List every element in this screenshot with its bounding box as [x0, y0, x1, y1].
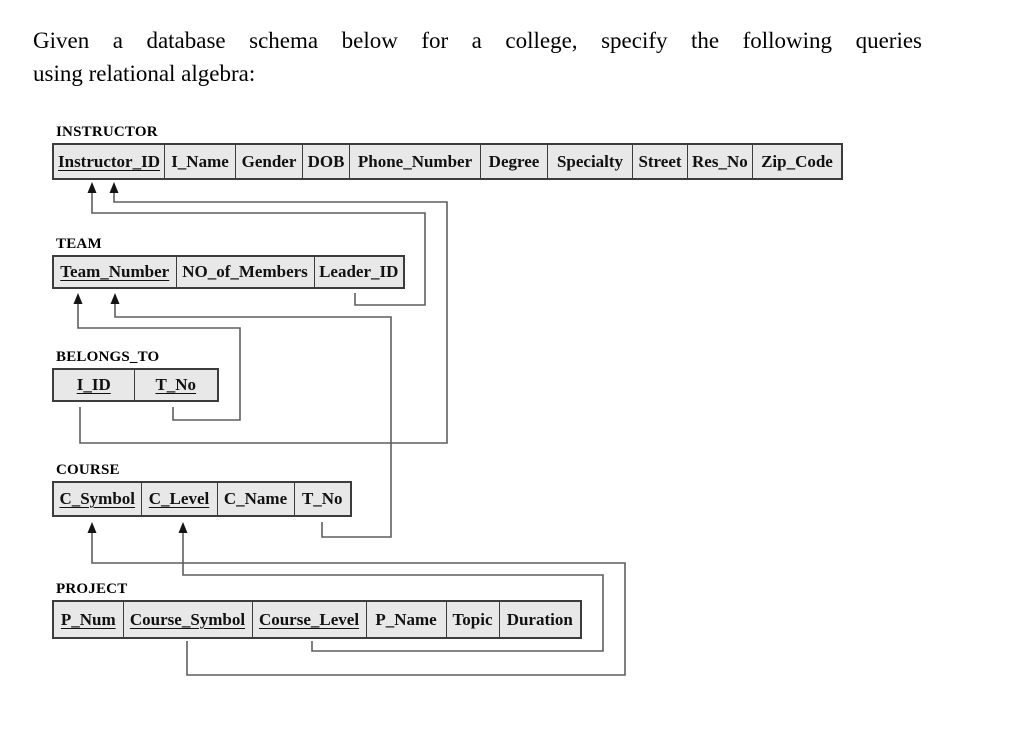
col-instructor-specialty: Specialty [547, 143, 633, 180]
entity-project: PROJECT P_Num Course_Symbol Course_Level… [52, 582, 582, 639]
col-instructor-gender: Gender [235, 143, 303, 180]
table-project: P_Num Course_Symbol Course_Level P_Name … [52, 600, 582, 639]
col-course-c-name: C_Name [216, 481, 295, 517]
entity-instructor: INSTRUCTOR Instructor_ID I_Name Gender D… [52, 124, 844, 180]
col-instructor-dob: DOB [302, 143, 350, 180]
col-project-duration: Duration [498, 600, 582, 639]
table-name-project: PROJECT [56, 581, 128, 597]
arrowhead-leader-id-to-instructor-id [87, 182, 97, 193]
arrowhead-course-t-no-to-team-number [110, 293, 120, 304]
entity-course: COURSE C_Symbol C_Level C_Name T_No [52, 463, 352, 517]
table-name-team: TEAM [56, 236, 102, 252]
col-instructor-street: Street [632, 143, 688, 180]
table-name-course: COURSE [56, 462, 120, 478]
arrowhead-course-symbol-to-c-symbol [87, 522, 97, 533]
col-team-team-number: Team_Number [52, 255, 177, 289]
col-team-no-of-members: NO_of_Members [175, 255, 315, 289]
arrowhead-i-id-to-instructor-id [109, 182, 119, 193]
col-course-c-symbol: C_Symbol [52, 481, 142, 517]
col-belongs-to-i-id: I_ID [52, 368, 135, 402]
col-project-p-num: P_Num [52, 600, 124, 639]
col-project-topic: Topic [445, 600, 500, 639]
col-project-p-name: P_Name [365, 600, 447, 639]
col-course-c-level: C_Level [140, 481, 218, 517]
col-project-course-level: Course_Level [251, 600, 367, 639]
table-row: C_Symbol C_Level C_Name T_No [52, 481, 352, 517]
table-instructor: Instructor_ID I_Name Gender DOB Phone_Nu… [52, 143, 844, 180]
col-instructor-phone-number: Phone_Number [349, 143, 481, 180]
question-line-1: Given a database schema below for a coll… [33, 28, 922, 53]
question-text: Given a database schema below for a coll… [33, 24, 922, 90]
col-instructor-instructor-id: Instructor_ID [52, 143, 165, 180]
col-instructor-degree: Degree [480, 143, 548, 180]
arrowhead-course-level-to-c-level [178, 522, 188, 533]
table-row: Instructor_ID I_Name Gender DOB Phone_Nu… [52, 143, 843, 180]
table-row: P_Num Course_Symbol Course_Level P_Name … [52, 600, 582, 639]
entity-team: TEAM Team_Number NO_of_Members Leader_ID [52, 237, 405, 289]
col-project-course-symbol: Course_Symbol [122, 600, 253, 639]
col-belongs-to-t-no: T_No [133, 368, 219, 402]
table-course: C_Symbol C_Level C_Name T_No [52, 481, 352, 517]
question-line-2: using relational algebra: [33, 61, 256, 86]
col-course-t-no: T_No [293, 481, 352, 517]
entity-belongs-to: BELONGS_TO I_ID T_No [52, 350, 219, 402]
col-team-leader-id: Leader_ID [313, 255, 405, 289]
fk-line-i-id-to-instructor-id [79, 186, 448, 444]
col-instructor-i-name: I_Name [164, 143, 236, 180]
col-instructor-zip-code: Zip_Code [751, 143, 843, 180]
table-belongs-to: I_ID T_No [52, 368, 219, 402]
table-name-belongs-to: BELONGS_TO [56, 349, 160, 365]
col-instructor-res-no: Res_No [687, 143, 753, 180]
table-team: Team_Number NO_of_Members Leader_ID [52, 255, 405, 289]
table-row: I_ID T_No [52, 368, 219, 402]
table-row: Team_Number NO_of_Members Leader_ID [52, 255, 405, 289]
table-name-instructor: INSTRUCTOR [56, 124, 158, 140]
arrowhead-t-no-to-team-number [73, 293, 83, 304]
